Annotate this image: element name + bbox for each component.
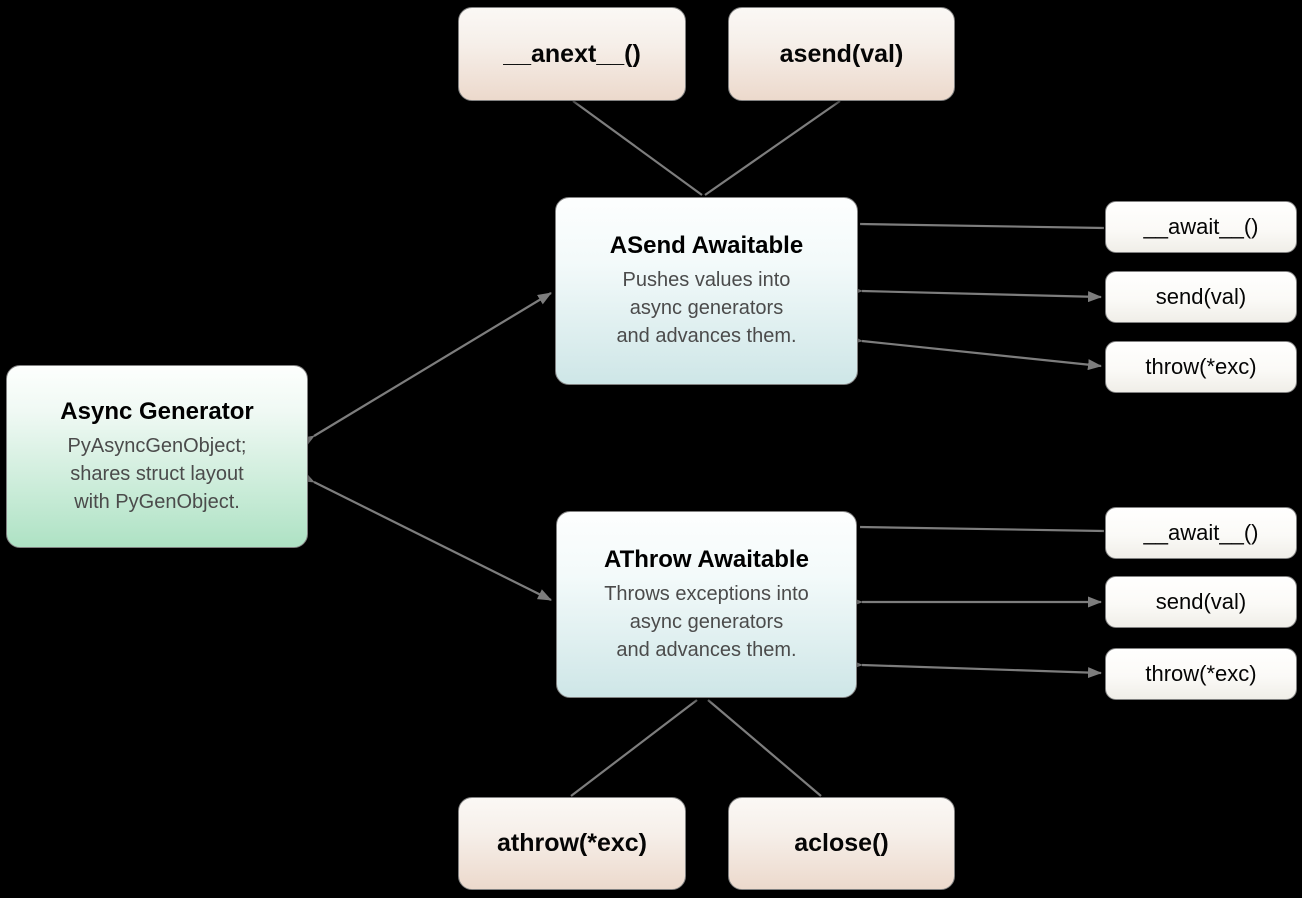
- node-anext-method: __anext__(): [458, 7, 686, 101]
- asend-send-label: send(val): [1155, 284, 1247, 309]
- athrow-awaitable-body: Throws exceptions into async generators …: [604, 580, 809, 664]
- edge-asend-to-asend-awaitable: [704, 100, 841, 196]
- async-generator-body-line: shares struct layout: [70, 462, 244, 485]
- async-generator-body: PyAsyncGenObject; shares struct layout w…: [68, 432, 247, 516]
- asend-awaitable-title: ASend Awaitable: [609, 232, 804, 259]
- athrow-throw-label: throw(*exc): [1145, 661, 1257, 686]
- athrow-method-label: athrow(*exc): [496, 829, 648, 857]
- athrow-awaitable-title: AThrow Awaitable: [604, 545, 809, 573]
- node-asend-method: asend(val): [728, 7, 955, 101]
- aclose-label: aclose(): [794, 829, 889, 857]
- edge-anext-to-asend-awaitable: [572, 100, 703, 196]
- asend-awaitable-body-line: and advances them.: [616, 325, 797, 347]
- node-asend-throw: throw(*exc): [1105, 341, 1297, 393]
- node-athrow-await: __await__(): [1105, 507, 1297, 559]
- athrow-awaitable-body-line: and advances them.: [616, 638, 797, 661]
- node-athrow-awaitable: AThrow Awaitable Throws exceptions into …: [556, 511, 857, 698]
- node-asend-awaitable: ASend Awaitable Pushes values into async…: [555, 197, 858, 385]
- asend-awaitable-body: Pushes values into async generators and …: [616, 266, 796, 350]
- async-generator-body-line: with PyGenObject.: [74, 490, 240, 513]
- node-async-generator: Async Generator PyAsyncGenObject; shares…: [6, 365, 308, 548]
- athrow-awaitable-body-line: async generators: [629, 610, 784, 633]
- anext-label: __anext__(): [503, 39, 641, 68]
- edge-athrow-to-athrow-awaitable: [570, 699, 698, 797]
- async-generator-body-line: PyAsyncGenObject;: [67, 434, 247, 457]
- athrow-send-label: send(val): [1155, 589, 1247, 614]
- asend-label: asend(val): [779, 39, 904, 68]
- edge-aclose-to-athrow-awaitable: [707, 699, 822, 797]
- asend-await-label: __await__(): [1143, 214, 1259, 239]
- node-athrow-method: athrow(*exc): [458, 797, 686, 890]
- asend-awaitable-body-line: Pushes values into: [622, 269, 791, 291]
- edge-generator-asend-awaitable: [300, 292, 552, 448]
- edge-generator-athrow-awaitable: [299, 471, 552, 601]
- edge-asend-awaitable-await: [859, 222, 1105, 230]
- athrow-awaitable-body-line: Throws exceptions into: [604, 582, 809, 605]
- node-aclose-method: aclose(): [728, 797, 955, 890]
- edge-athrow-awaitable-throw: [848, 659, 1102, 679]
- athrow-await-label: __await__(): [1143, 520, 1259, 545]
- edge-athrow-awaitable-await: [859, 525, 1105, 533]
- edge-asend-awaitable-throw: [848, 334, 1102, 371]
- asend-throw-label: throw(*exc): [1145, 354, 1257, 379]
- node-athrow-send: send(val): [1105, 576, 1297, 628]
- edge-asend-awaitable-send: [848, 285, 1102, 303]
- asend-awaitable-body-line: async generators: [629, 297, 784, 319]
- node-athrow-throw: throw(*exc): [1105, 648, 1297, 700]
- async-generator-title: Async Generator: [60, 397, 254, 425]
- node-asend-send: send(val): [1105, 271, 1297, 323]
- node-asend-await: __await__(): [1105, 201, 1297, 253]
